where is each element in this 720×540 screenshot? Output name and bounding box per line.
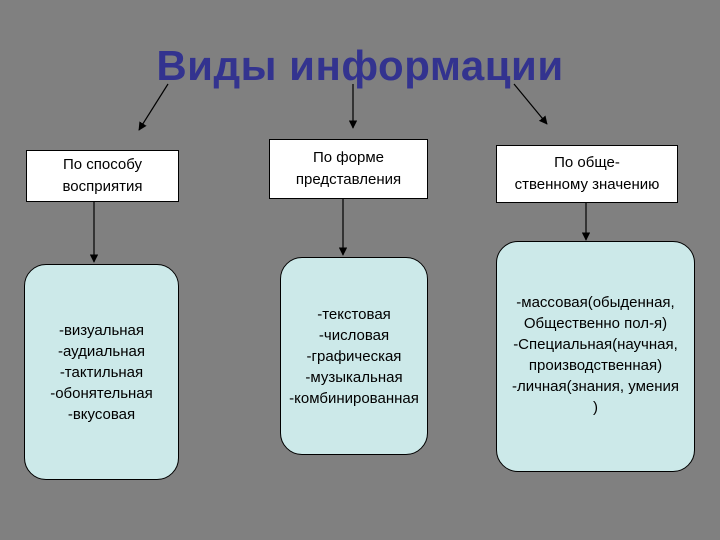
list-item: -массовая(обыденная, bbox=[516, 294, 675, 311]
list-item: -числовая bbox=[318, 326, 390, 344]
list-box-social-value: -массовая(обыденная, Общественно пол-я) … bbox=[496, 241, 695, 472]
list-item: -Специальная(научная, bbox=[513, 336, 678, 353]
list-item: производственная) bbox=[528, 357, 663, 374]
list-item: Общественно пол-я) bbox=[523, 315, 668, 332]
category-box-social-value: По обще- ственному значению bbox=[496, 145, 678, 203]
category-label-line: восприятия bbox=[62, 178, 143, 195]
category-label-line: представления bbox=[295, 171, 402, 188]
arrow-title-to-cat-1 bbox=[138, 83, 169, 131]
list-box-form: -текстовая -числовая -графическая -музык… bbox=[280, 257, 428, 455]
category-label-line: По форме bbox=[313, 149, 384, 166]
arrow-title-to-cat-3 bbox=[513, 83, 548, 125]
list-item: -вкусовая bbox=[67, 405, 136, 423]
list-item: -текстовая bbox=[317, 305, 391, 323]
list-item: -комбинированная bbox=[289, 389, 419, 407]
list-box-perception: -визуальная -аудиальная -тактильная -обо… bbox=[24, 264, 179, 480]
page-title: Виды информации bbox=[156, 42, 564, 89]
category-label-line: По способу bbox=[62, 156, 142, 173]
list-item: -личная(знания, умения bbox=[511, 378, 680, 395]
list-item: -обонятельная bbox=[50, 384, 153, 402]
category-label-line: ственному значению bbox=[514, 176, 660, 193]
list-item: ) bbox=[593, 399, 598, 416]
list-item: -графическая bbox=[306, 347, 402, 365]
list-item: -аудиальная bbox=[58, 342, 145, 360]
list-item: -визуальная bbox=[58, 321, 145, 339]
category-label-line: По обще- bbox=[554, 154, 620, 171]
list-item: -тактильная bbox=[59, 363, 144, 381]
list-item: -музыкальная bbox=[305, 368, 403, 386]
category-box-form: По форме представления bbox=[269, 139, 428, 199]
category-box-perception: По способу восприятия bbox=[26, 150, 179, 202]
